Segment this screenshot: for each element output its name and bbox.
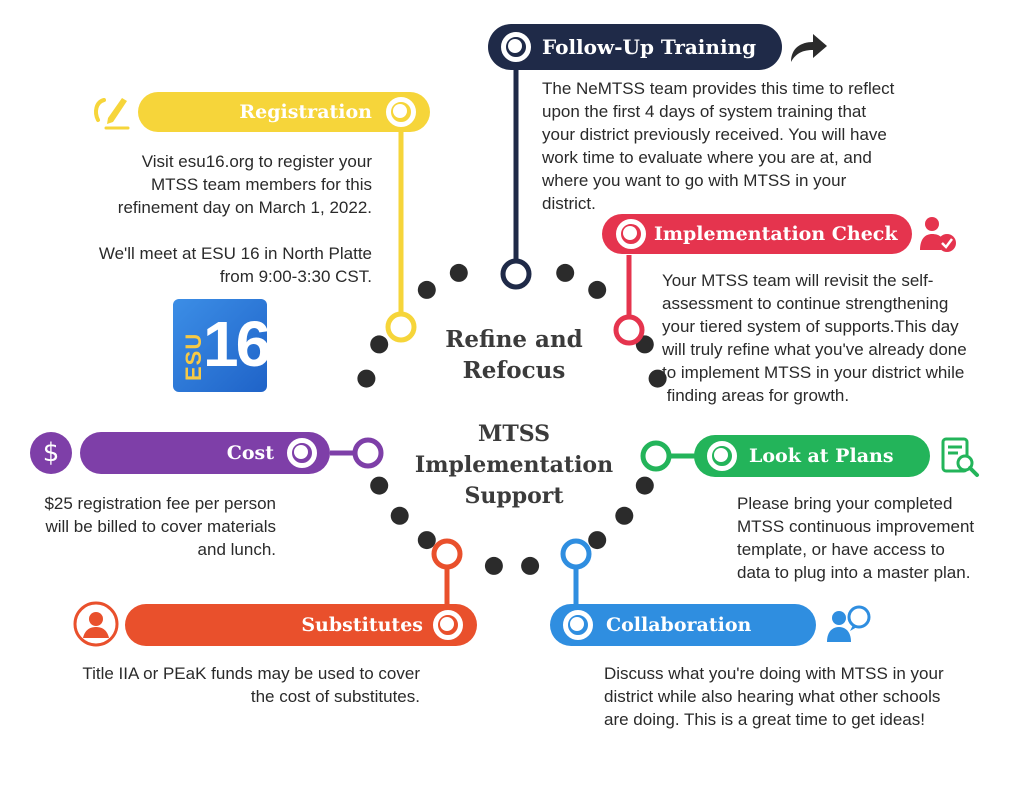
center-subtitle-line3: Support [464, 483, 564, 509]
follow-up-line: work time to evaluate where you are at, … [542, 148, 872, 167]
implementation-line: will truly refine what you've already do… [662, 340, 967, 359]
implementation-line: finding areas for growth. [662, 386, 850, 405]
center-subtitle-line1: MTSS [477, 421, 550, 447]
dollar-icon: $ [30, 432, 72, 474]
cost-title: Cost [226, 442, 274, 464]
chat-person-icon [827, 605, 871, 642]
center-subtitle-line2: Implementation [414, 452, 614, 478]
registration-ring-icon [386, 97, 416, 127]
plans-node [640, 440, 672, 472]
follow-up-node [500, 258, 532, 290]
follow-up-line: where you want to go with MTSS in your [542, 171, 847, 190]
follow-up-title: Follow-Up Training [542, 35, 757, 59]
center-subtitle: MTSS Implementation Support [409, 419, 619, 512]
collaboration-line: Discuss what you're doing with MTSS in y… [604, 664, 944, 683]
substitutes-node [431, 538, 463, 570]
arrow-forward-icon [791, 34, 827, 62]
implementation-line: assessment to continue strengthening [662, 294, 949, 313]
registration-line: from 9:00-3:30 CST. [219, 267, 372, 286]
registration-node [385, 311, 417, 343]
ring-dot [521, 556, 540, 575]
dotted-circle [357, 263, 667, 575]
person-icon [73, 601, 119, 647]
center-title: Refine and Refocus [414, 324, 614, 386]
pen-icon [94, 98, 130, 130]
substitutes-line: Title IIA or PEaK funds may be used to c… [82, 664, 420, 683]
implementation-description: Your MTSS team will revisit the self- as… [662, 269, 1022, 407]
plans-title: Look at Plans [749, 445, 894, 467]
follow-up-pill: Follow-Up Training [488, 24, 782, 70]
cost-description: $25 registration fee per person will be … [20, 492, 276, 561]
follow-up-description: The NeMTSS team provides this time to re… [542, 77, 942, 215]
ring-dot [588, 531, 607, 550]
ring-dot [484, 556, 503, 575]
registration-line: refinement day on March 1, 2022. [117, 198, 372, 217]
collaboration-line: district while also hearing what other s… [604, 687, 941, 706]
collaboration-pill: Collaboration [550, 604, 816, 646]
dollar-glyph: $ [42, 438, 60, 468]
ring-dot [635, 476, 654, 495]
collaboration-node [560, 538, 592, 570]
collaboration-line: are doing. This is a great time to get i… [604, 710, 925, 729]
implementation-line: your tiered system of supports.This day [662, 317, 959, 336]
collaboration-ring-icon [563, 610, 593, 640]
cost-line: will be billed to cover materials [45, 517, 276, 536]
ring-dot [588, 280, 607, 299]
user-check-icon [920, 217, 956, 252]
follow-up-line: district. [542, 194, 596, 213]
registration-spacer [60, 219, 372, 242]
cost-ring-icon [287, 438, 317, 468]
substitutes-description: Title IIA or PEaK funds may be used to c… [40, 662, 420, 708]
plans-line: template, or have access to [737, 540, 945, 559]
follow-up-line: your district previously received. You w… [542, 125, 887, 144]
center-title-line1: Refine and [445, 326, 583, 353]
ring-dot [449, 263, 468, 282]
registration-line: Visit esu16.org to register your [141, 152, 372, 171]
substitutes-title: Substitutes [301, 614, 423, 636]
substitutes-ring-icon [433, 610, 463, 640]
registration-line: We'll meet at ESU 16 in North Platte [98, 244, 372, 263]
ring-dot [390, 506, 409, 525]
plans-line: Please bring your completed [737, 494, 953, 513]
substitutes-line: the cost of substitutes. [250, 687, 420, 706]
implementation-pill: Implementation Check [602, 214, 912, 254]
ring-dot [370, 335, 389, 354]
collaboration-description: Discuss what you're doing with MTSS in y… [604, 662, 1004, 731]
document-search-icon [941, 437, 979, 477]
center-title-line2: Refocus [462, 357, 566, 384]
registration-pill: Registration [138, 92, 430, 132]
esu16-logo: ESU 16 [173, 299, 267, 392]
plans-pill: Look at Plans [694, 435, 930, 477]
plans-line: MTSS continuous improvement [737, 517, 975, 536]
plans-line: data to plug into a master plan. [737, 563, 971, 582]
cost-line: $25 registration fee per person [44, 494, 276, 513]
ring-dot [357, 369, 376, 388]
cost-line: and lunch. [197, 540, 276, 559]
implementation-title: Implementation Check [654, 223, 898, 245]
registration-title: Registration [239, 101, 372, 123]
ring-dot [648, 369, 667, 388]
cost-node [352, 437, 384, 469]
ring-dot [615, 506, 634, 525]
ring-dot [556, 263, 575, 282]
implementation-node [613, 314, 645, 346]
substitutes-pill: Substitutes [125, 604, 477, 646]
follow-up-line: The NeMTSS team provides this time to re… [542, 79, 895, 98]
implementation-line: Your MTSS team will revisit the self- [662, 271, 934, 290]
plans-ring-icon [707, 441, 737, 471]
ring-dot [417, 280, 436, 299]
registration-line: MTSS team members for this [150, 175, 372, 194]
logo-number: 16 [203, 308, 267, 380]
registration-description: Visit esu16.org to register your MTSS te… [60, 150, 372, 288]
follow-up-ring-icon [501, 32, 531, 62]
follow-up-line: upon the first 4 days of system training… [542, 102, 867, 121]
ring-dot [370, 476, 389, 495]
collaboration-title: Collaboration [606, 614, 752, 636]
implementation-line: to implement MTSS in your district while [662, 363, 965, 382]
ring-dot [417, 531, 436, 550]
implementation-ring-icon [616, 219, 646, 249]
plans-description: Please bring your completed MTSS continu… [737, 492, 1017, 584]
